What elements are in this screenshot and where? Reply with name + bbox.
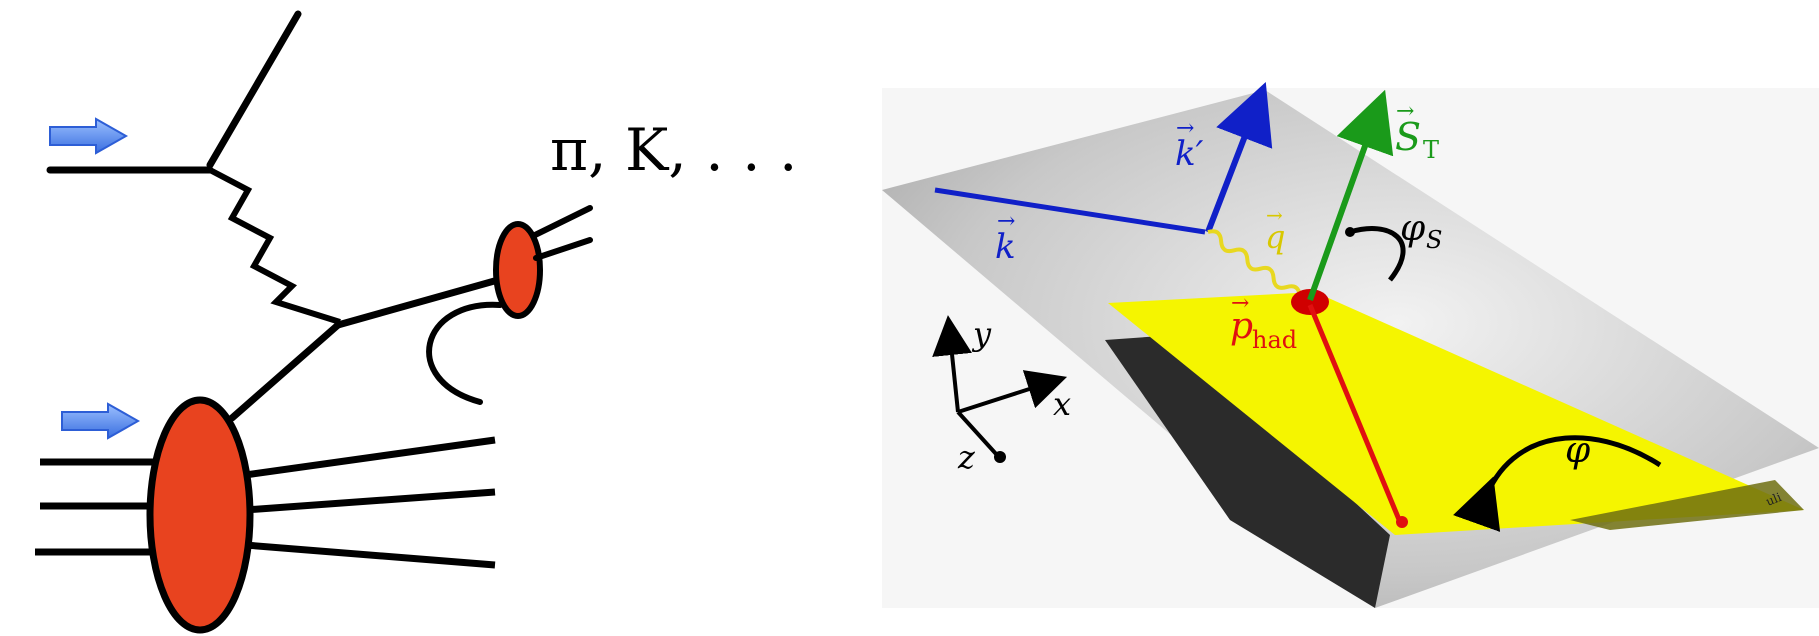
k-prime-vector-arrow: → (1176, 116, 1194, 141)
scattered-lepton-line (206, 10, 302, 169)
phi-arc (1453, 435, 1662, 532)
q-vector-arrow: → (1266, 203, 1283, 227)
y-axis (932, 315, 972, 413)
hadron-label: π, K, . . . (550, 116, 797, 184)
hadron-plane-shade (1570, 480, 1804, 530)
spin-label: S (1395, 115, 1421, 159)
virtual-photon-vector (1207, 229, 1314, 309)
x-axis-label: x (1053, 385, 1071, 423)
sidis-kinematics-diagram: k → k′ → q → S T → φ S p had → φ uli (870, 0, 1819, 636)
p-had-label: p (1230, 306, 1253, 347)
phi-label: φ (1565, 430, 1591, 471)
p-had-vector-arrow: → (1231, 291, 1249, 316)
outgoing-quark-line (334, 274, 509, 329)
spin-vector-arrow: → (1396, 99, 1414, 124)
z-axis (956, 410, 999, 457)
phi-s-arc (1349, 226, 1406, 282)
incoming-lepton-vector (934, 187, 1206, 235)
quark-line (228, 321, 342, 422)
lepton-beam-arrow-icon (49, 117, 129, 155)
proton-beam-arrow-icon (61, 402, 141, 440)
produced-hadron-line-2 (533, 237, 593, 261)
feynman-diagram: π, K, . . . (0, 0, 860, 636)
remnant-line-3 (244, 541, 496, 569)
y-axis-label: y (971, 315, 992, 353)
scattered-lepton-vector (1205, 82, 1273, 234)
plane-mark: uli (1764, 490, 1784, 509)
virtual-photon-line (208, 167, 341, 325)
produced-hadron-line-1 (530, 205, 593, 239)
remnant-line-2 (244, 488, 496, 514)
remnant-line-1 (244, 436, 496, 479)
sidis-svg: k → k′ → q → S T → φ S p had → φ uli (882, 82, 1819, 608)
spin-vector (1307, 89, 1394, 302)
target-nucleon (1291, 289, 1329, 315)
k-label: k (995, 227, 1016, 267)
plane-shadow (1105, 335, 1390, 608)
spin-label-subscript: T (1423, 136, 1439, 164)
p-had-subscript: had (1252, 326, 1297, 354)
proton-blob (146, 396, 254, 634)
phi-s-subscript: S (1426, 226, 1442, 254)
q-label: q (1265, 218, 1285, 256)
fragmentation-curve (426, 301, 503, 405)
x-axis (957, 370, 1068, 414)
feynman-svg: π, K, . . . (35, 10, 797, 634)
phi-s-label: φ (1400, 208, 1426, 249)
k-prime-label: k′ (1175, 134, 1204, 174)
fragmentation-blob (493, 221, 543, 319)
hadron-plane (1108, 292, 1804, 535)
hadron-momentum-vector (1307, 304, 1403, 523)
z-axis-label: z (957, 438, 976, 476)
k-vector-arrow: → (997, 209, 1015, 234)
